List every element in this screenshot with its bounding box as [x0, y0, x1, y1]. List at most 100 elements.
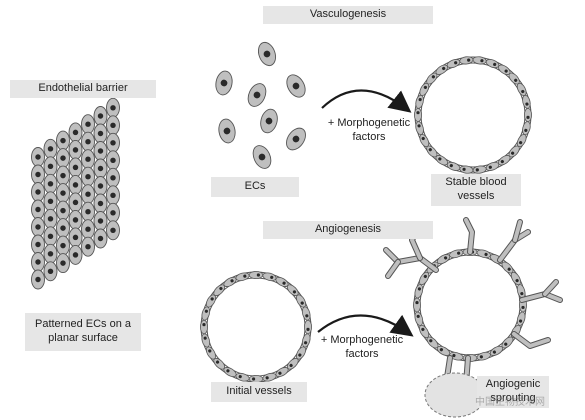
sheet-cell	[106, 150, 120, 171]
sheet-cell	[106, 220, 120, 241]
vessel-cell	[235, 272, 250, 282]
sheet-cell	[93, 141, 108, 161]
endothelial-barrier-label: Endothelial barrier	[10, 80, 156, 98]
sheet-cell	[43, 156, 58, 177]
angiogenic-sprouting-label: Angiogenic sprouting	[477, 376, 549, 408]
endothelial-cell	[215, 70, 233, 96]
vasculogenesis-text: Vasculogenesis	[309, 8, 387, 21]
vessel-cell	[262, 372, 277, 382]
sheet-cell	[81, 166, 95, 187]
vessel-cell	[248, 271, 264, 279]
endothelial-cell	[218, 118, 236, 144]
vessel-cell	[213, 284, 226, 297]
vessel-cell	[419, 82, 430, 96]
sheet-cell	[93, 123, 108, 144]
initial-vessels-label: Initial vessels	[211, 382, 307, 402]
ecs-label: ECs	[211, 177, 299, 197]
sheet-cell	[68, 227, 83, 248]
sheet-cell	[81, 131, 95, 152]
vessel-cell	[413, 297, 421, 313]
sheet-cell	[93, 176, 108, 196]
sheet-cell	[106, 202, 120, 223]
vessel-cell	[415, 121, 424, 136]
vessel-cell	[459, 56, 474, 65]
scattered-ecs	[215, 41, 306, 169]
initial-vessels-text: Initial vessels	[226, 385, 292, 398]
vessel-cell	[524, 107, 532, 123]
sheet-cell	[56, 200, 70, 221]
sheet-cell	[43, 173, 58, 194]
endothelial-cell	[252, 145, 272, 169]
sheet-cell	[56, 130, 70, 151]
angiogenesis-text: Angiogenesis	[314, 223, 382, 236]
morphogenetic-bottom-text: + Morphogenetic factors	[320, 334, 404, 360]
sheet-cell	[43, 261, 58, 282]
sheet-cell	[31, 234, 45, 255]
vessel-cell	[446, 161, 461, 171]
morphogenetic-top-text: + Morphogenetic factors	[327, 117, 411, 143]
sheet-cell	[43, 191, 58, 212]
vessel-cell	[516, 311, 526, 326]
sheet-cell	[56, 183, 70, 204]
sheet-cell	[81, 114, 95, 135]
vessel-cell	[414, 311, 424, 326]
sheet-cell	[56, 148, 70, 169]
sheet-cell	[81, 149, 95, 170]
vessel-cell	[200, 319, 208, 335]
endothelial-cell	[286, 127, 306, 151]
vessel-cell	[485, 161, 500, 171]
sprouting-vessel	[413, 248, 527, 362]
arrow-angiogenesis	[317, 314, 414, 337]
vessel-cell	[419, 134, 430, 148]
vessel-cell	[201, 306, 211, 321]
sheet-cell	[106, 185, 120, 206]
sheet-cell	[68, 244, 83, 265]
vessel-cell	[522, 94, 531, 109]
sheet-cell	[43, 243, 58, 264]
vessel-cell	[235, 372, 250, 382]
sheet-cell	[81, 184, 95, 205]
sheet-cell	[93, 193, 108, 214]
vasculogenesis-label: Vasculogenesis	[263, 6, 433, 24]
sheet-cell	[68, 139, 83, 160]
sheet-cell	[43, 138, 58, 159]
endothelial-cell	[247, 83, 267, 107]
vessel-cell	[449, 249, 464, 259]
sheet-cell	[106, 115, 120, 136]
sheet-cell	[43, 208, 58, 229]
sheet-cell	[31, 199, 45, 220]
vessel-cell	[516, 134, 527, 148]
vessel-cell	[414, 284, 424, 299]
sheet-cell	[68, 174, 83, 195]
sheet-cell	[68, 209, 83, 230]
watermark: 中国生物技术网	[475, 393, 545, 408]
sheet-cell	[93, 211, 108, 231]
sheet-cell	[81, 201, 95, 222]
vessel-cell	[436, 345, 451, 356]
sheet-cell	[56, 235, 70, 256]
watermark-text: 中国生物技术网	[475, 397, 545, 408]
endothelial-cell	[257, 41, 277, 67]
sheet-cell	[31, 147, 45, 167]
sheet-cell	[93, 106, 108, 126]
sheet-cell	[43, 226, 58, 247]
sheet-cell	[31, 269, 45, 290]
vessel-cell	[205, 346, 216, 360]
morphogenetic-factors-bottom: + Morphogenetic factors	[308, 334, 416, 362]
vessel-cell	[485, 59, 500, 69]
sheet-cell	[68, 192, 83, 213]
patterned-ecs-text: Patterned ECs on a planar surface	[34, 318, 131, 344]
vessel-cell	[262, 272, 277, 282]
sheet-cell	[31, 217, 45, 237]
endothelial-cell	[286, 74, 306, 98]
sheet-cell	[56, 218, 70, 239]
sheet-cell	[56, 253, 70, 274]
sheet-cell	[68, 122, 83, 143]
vessel-cell	[415, 94, 424, 109]
stable-vessels-label: Stable blood vessels	[431, 174, 521, 206]
vessel-cell	[304, 319, 312, 335]
sheet-cell	[106, 167, 120, 188]
stable-vessel-ring	[414, 56, 532, 174]
sheet-cell	[93, 228, 108, 249]
endothelial-cell	[260, 108, 278, 134]
